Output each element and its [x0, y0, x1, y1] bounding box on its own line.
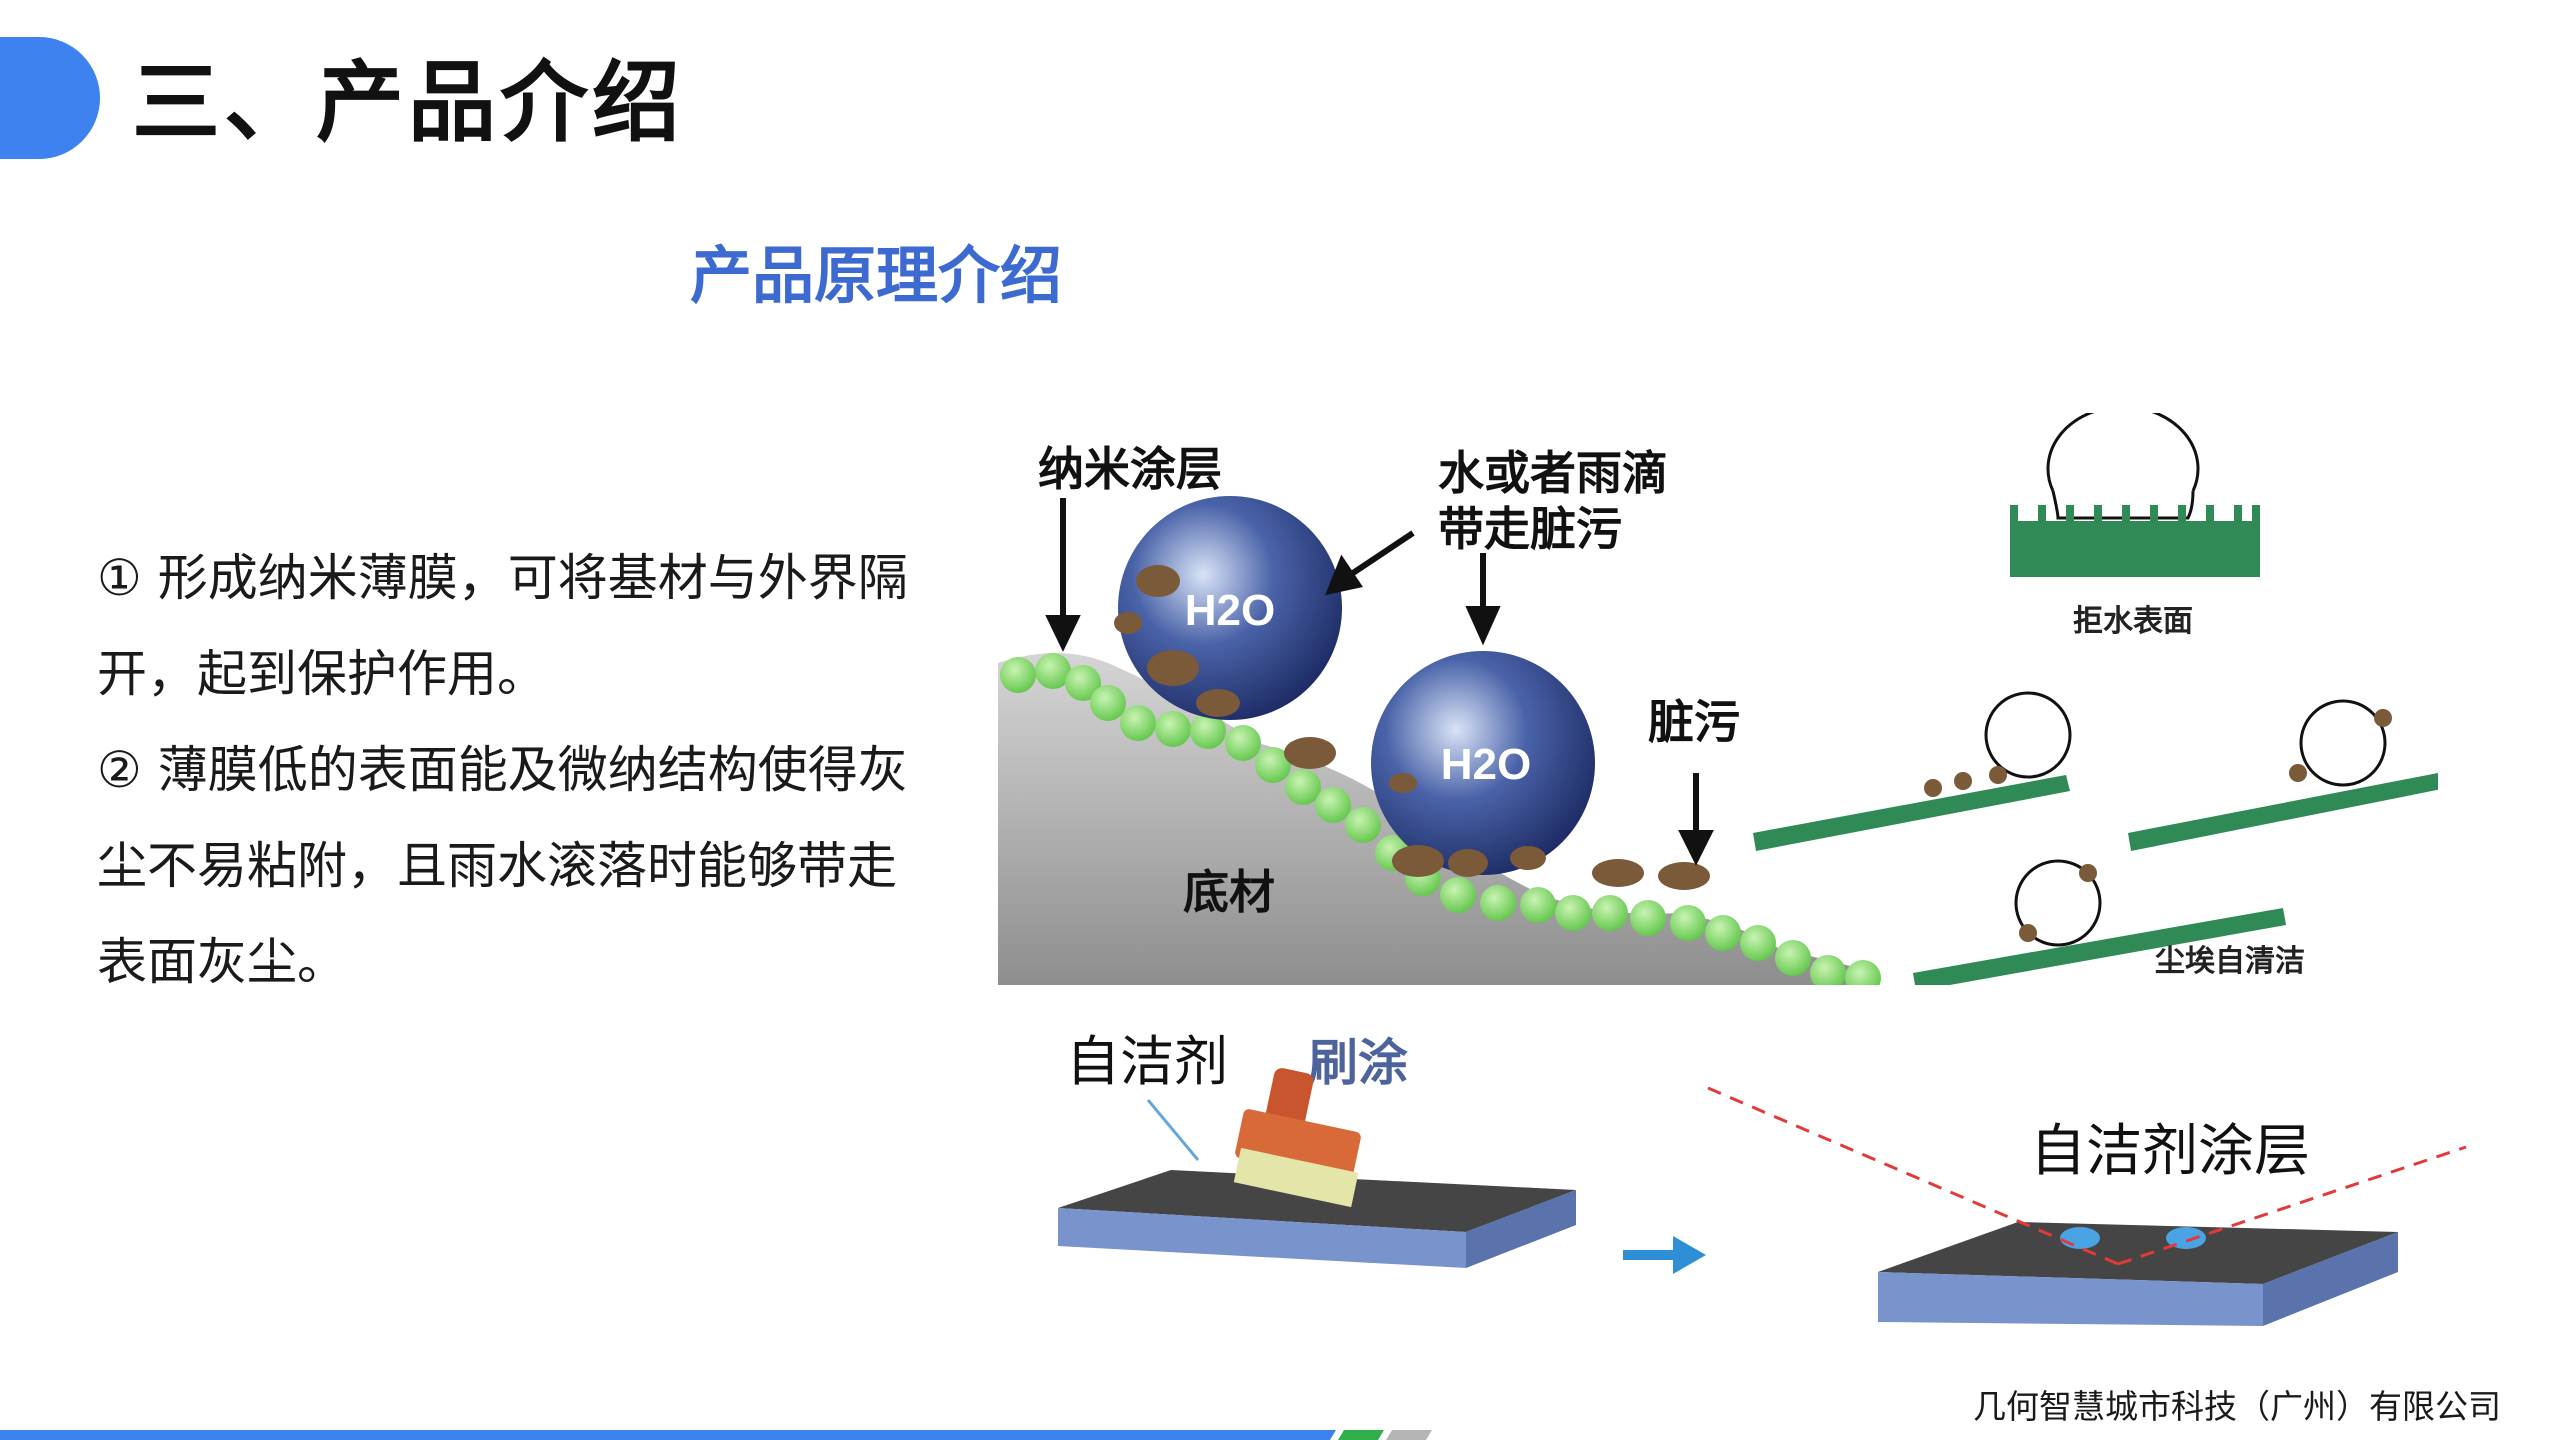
- title-accent-tab: [0, 37, 100, 159]
- label-coating-layer: 自洁剂涂层: [2030, 1119, 2310, 1182]
- label-water: 水或者雨滴: [1438, 446, 1668, 500]
- company-name: 几何智慧城市科技（广州）有限公司: [1973, 1387, 2501, 1426]
- point-1: ① 形成纳米薄膜，可将基材与外界隔开，起到保护作用。: [97, 549, 908, 703]
- label-substrate: 底材: [1183, 865, 1275, 919]
- slide-title: 三、产品介绍: [132, 51, 685, 154]
- dirt-particles: [1284, 737, 1710, 890]
- footer-grey-stripe: [1386, 1430, 1432, 1440]
- footer-blue-stripe: [0, 1430, 1336, 1440]
- h2o-label-1: H2O: [1185, 586, 1275, 635]
- diagram-arrows: [1045, 498, 1714, 866]
- point-2: ② 薄膜低的表面能及微纳结构使得灰尘不易粘附，且雨水滚落时能够带走表面灰尘。: [97, 741, 908, 991]
- substrate-board-right: [1878, 1222, 2398, 1326]
- label-repellent: 拒水表面: [2073, 604, 2193, 639]
- process-arrow: [1623, 1236, 1706, 1274]
- substrate-board-left: [1058, 1170, 1576, 1268]
- footer-green-stripe: [1338, 1430, 1384, 1440]
- h2o-label-2: H2O: [1441, 740, 1531, 789]
- coating-process-svg: 自洁剂 刷涂: [1058, 1032, 2467, 1326]
- label-agent: 自洁剂: [1066, 1032, 1228, 1092]
- water-droplet-1: H2O: [1114, 496, 1342, 720]
- coating-process-diagram: 自洁剂 刷涂: [998, 1010, 2468, 1340]
- agent-leader-line: [1146, 1099, 1200, 1161]
- section-subtitle: 产品原理介绍: [690, 239, 1063, 312]
- water-droplet-2: H2O: [1371, 651, 1595, 877]
- repellent-surface-illustration: 拒水表面: [2010, 405, 2260, 639]
- body-text: ① 形成纳米薄膜，可将基材与外界隔开，起到保护作用。 ② 薄膜低的表面能及微纳结…: [97, 530, 927, 1010]
- principle-diagram: H2O H2O 纳米涂层: [998, 405, 2442, 996]
- footer-stripes: [0, 1430, 1432, 1440]
- label-water-2: 带走脏污: [1438, 502, 1622, 556]
- label-self-cleaning: 尘埃自清洁: [2155, 944, 2305, 979]
- label-nano-coating: 纳米涂层: [1038, 442, 1222, 496]
- self-cleaning-illustration: 尘埃自清洁: [1753, 691, 2442, 991]
- brush-icon: [1233, 1068, 1361, 1208]
- principle-diagram-svg: H2O H2O 纳米涂层: [998, 405, 2442, 996]
- label-dirt: 脏污: [1648, 695, 1740, 749]
- label-brush: 刷涂: [1308, 1035, 1408, 1091]
- callout-dashed-lines: [1707, 1086, 2467, 1266]
